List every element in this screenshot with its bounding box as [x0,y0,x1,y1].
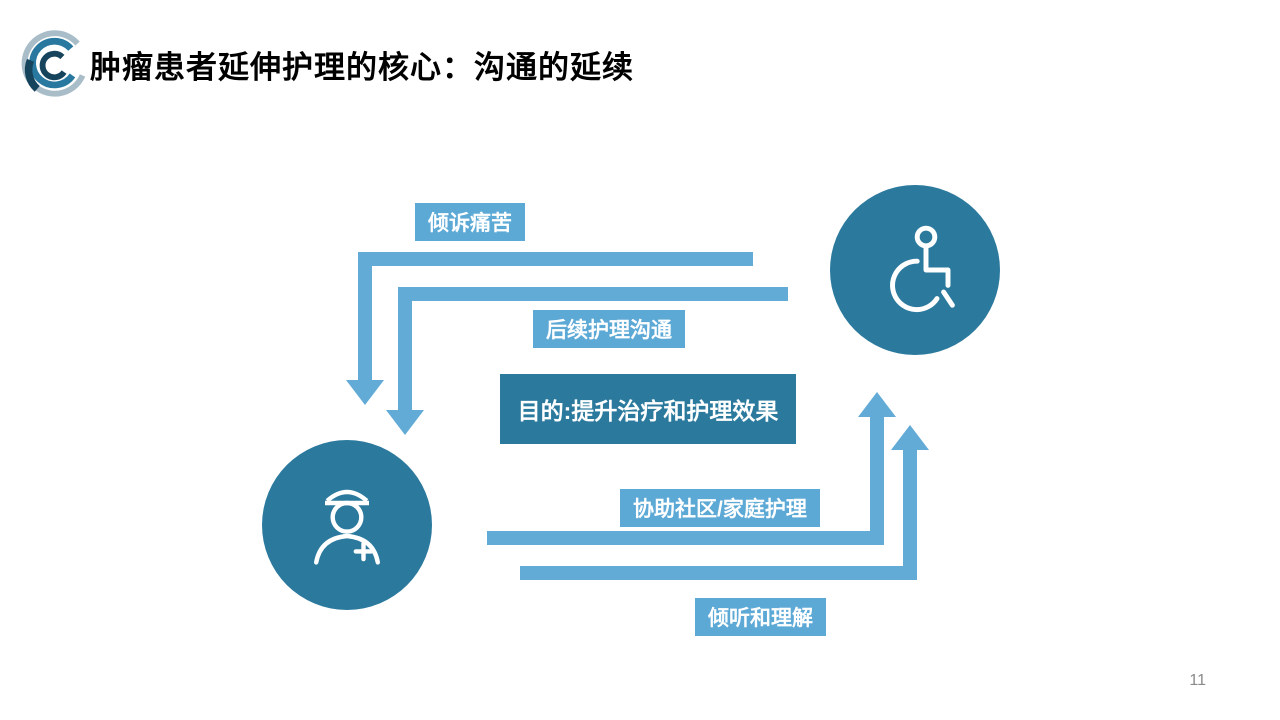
arrow-top-horizontal [358,252,753,266]
arrow-second-horizontal [398,287,788,301]
arrow-top-vertical [358,252,372,382]
patient-circle [830,185,1000,355]
logo-swirl-icon [12,20,96,116]
arrow-top-head-down-icon [346,380,384,405]
arrow-second-head-down-icon [386,410,424,435]
label-pour-out-pain: 倾诉痛苦 [415,203,525,241]
label-listen-and-understand: 倾听和理解 [695,598,826,636]
purpose-box: 目的:提升治疗和护理效果 [500,374,796,444]
label-followup-care-communication: 后续护理沟通 [533,310,685,348]
wheelchair-patient-icon [890,225,955,313]
page-title: 肿瘤患者延伸护理的核心：沟通的延续 [90,50,634,85]
arrow-second-vertical [398,287,412,412]
arrow-third-head-up-icon [858,392,896,417]
arrow-bottom-horizontal [520,566,917,580]
arrow-third-horizontal [487,531,884,545]
arrow-bottom-vertical [903,449,917,580]
arrow-third-vertical [870,416,884,545]
arrow-bottom-head-up-icon [891,425,929,450]
nurse-circle [262,440,432,610]
page-number: 11 [1189,672,1206,689]
label-assist-community-family-care: 协助社区/家庭护理 [620,489,820,527]
nurse-icon [314,489,380,565]
